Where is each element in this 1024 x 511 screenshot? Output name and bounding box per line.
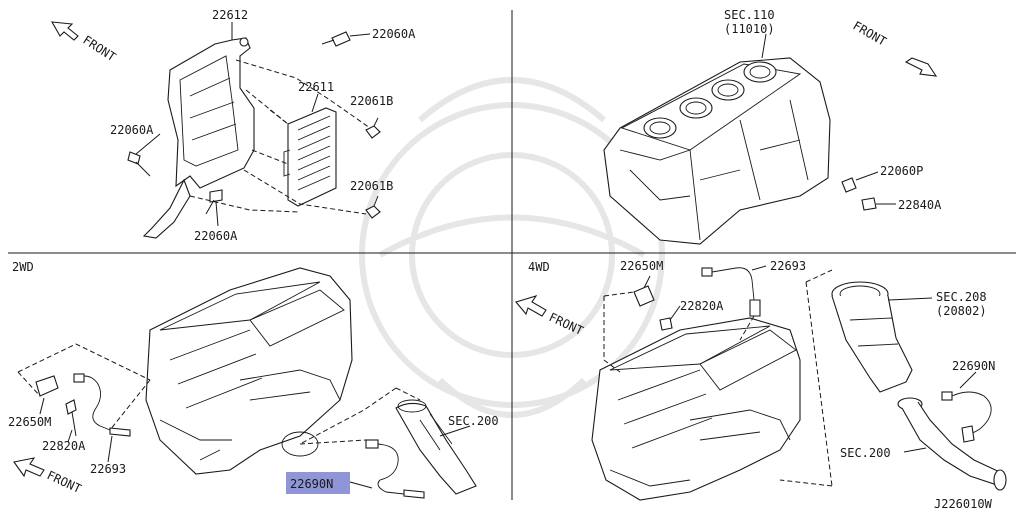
engine-assembly-2wd	[145, 267, 353, 475]
front-label: FRONT	[80, 33, 118, 64]
ecm-bracket	[142, 37, 255, 239]
exhaust-front-tube	[395, 399, 477, 495]
sec-sub-11010: (11010)	[724, 22, 775, 36]
panel-top-right: FRONT SEC.110 (11010) 22	[603, 8, 942, 245]
bolt-22820A	[659, 317, 673, 331]
bolt-22840A	[861, 197, 896, 211]
label-22650M: 22650M	[620, 259, 663, 273]
bracket-22650M	[35, 375, 59, 397]
assembly-lines-bottom-right	[603, 269, 833, 487]
bolt-22060A-bottom	[205, 189, 223, 215]
label-22693: 22693	[90, 462, 126, 476]
label-22060A-top: 22060A	[372, 27, 416, 41]
variant-2wd: 2WD	[12, 260, 34, 274]
plug-22060P	[841, 171, 879, 193]
front-arrow-top-right: FRONT	[851, 18, 938, 77]
engine-assembly-4wd	[591, 317, 801, 501]
sensor-22690N	[365, 439, 425, 499]
front-arrow-bottom-left: FRONT	[13, 457, 84, 496]
label-22650M: 22650M	[8, 415, 51, 429]
label-22820A: 22820A	[42, 439, 86, 453]
sensor-22693	[73, 373, 131, 437]
label-22060A-bottom: 22060A	[194, 229, 238, 243]
leaders-bottom-left	[39, 397, 471, 489]
sec-ref-200: SEC.200	[448, 414, 499, 428]
cylinder-block	[603, 57, 831, 245]
label-22061B-bottom: 22061B	[350, 179, 393, 193]
label-22060A-left: 22060A	[110, 123, 154, 137]
variant-4wd: 4WD	[528, 260, 550, 274]
exhaust-front-tube	[897, 397, 1007, 491]
bolt-22820A	[65, 399, 77, 437]
front-label: FRONT	[547, 310, 586, 338]
sensor-22690N	[941, 391, 992, 443]
front-label: FRONT	[45, 468, 84, 496]
label-22060P: 22060P	[880, 164, 923, 178]
sec-sub-20802: (20802)	[936, 304, 987, 318]
label-22061B-top: 22061B	[350, 94, 393, 108]
front-label: FRONT	[851, 18, 889, 48]
ecm-module	[283, 107, 337, 207]
sensor-22693	[701, 267, 761, 317]
label-22612: 22612	[212, 8, 248, 22]
front-arrow-bottom-right: FRONT	[515, 295, 586, 338]
label-22820A: 22820A	[680, 299, 724, 313]
catalytic-converter	[831, 281, 913, 393]
sec-ref-208: SEC.208	[936, 290, 987, 304]
panel-dividers	[8, 10, 1016, 500]
sec-ref-200: SEC.200	[840, 446, 891, 460]
leaders-top-left	[135, 22, 319, 227]
panel-top-left: FRONT	[50, 8, 416, 243]
leader-sec110	[761, 33, 767, 59]
front-arrow-top-left: FRONT	[50, 21, 118, 64]
highlight-22690N	[286, 472, 350, 494]
panel-bottom-left: 2WD FRONT	[8, 260, 499, 499]
bolt-22060A-left	[127, 151, 151, 177]
assembly-lines-bottom-left	[17, 343, 421, 445]
label-22611: 22611	[298, 80, 334, 94]
diagram-id: J226010W	[934, 497, 993, 511]
nut-22061B-top	[365, 117, 381, 139]
label-22693: 22693	[770, 259, 806, 273]
label-22840A: 22840A	[898, 198, 942, 212]
bolt-22060A-top	[321, 31, 371, 47]
leaders-bottom-right	[643, 265, 977, 453]
sec-ref-110: SEC.110	[724, 8, 775, 22]
panel-bottom-right: 4WD FRONT	[515, 259, 1007, 511]
assembly-lines-top-left	[189, 59, 371, 215]
bracket-22650M	[633, 285, 655, 307]
label-22690N: 22690N	[952, 359, 995, 373]
label-22690N[interactable]: 22690N	[290, 477, 333, 491]
nut-22061B-bottom	[365, 195, 381, 219]
